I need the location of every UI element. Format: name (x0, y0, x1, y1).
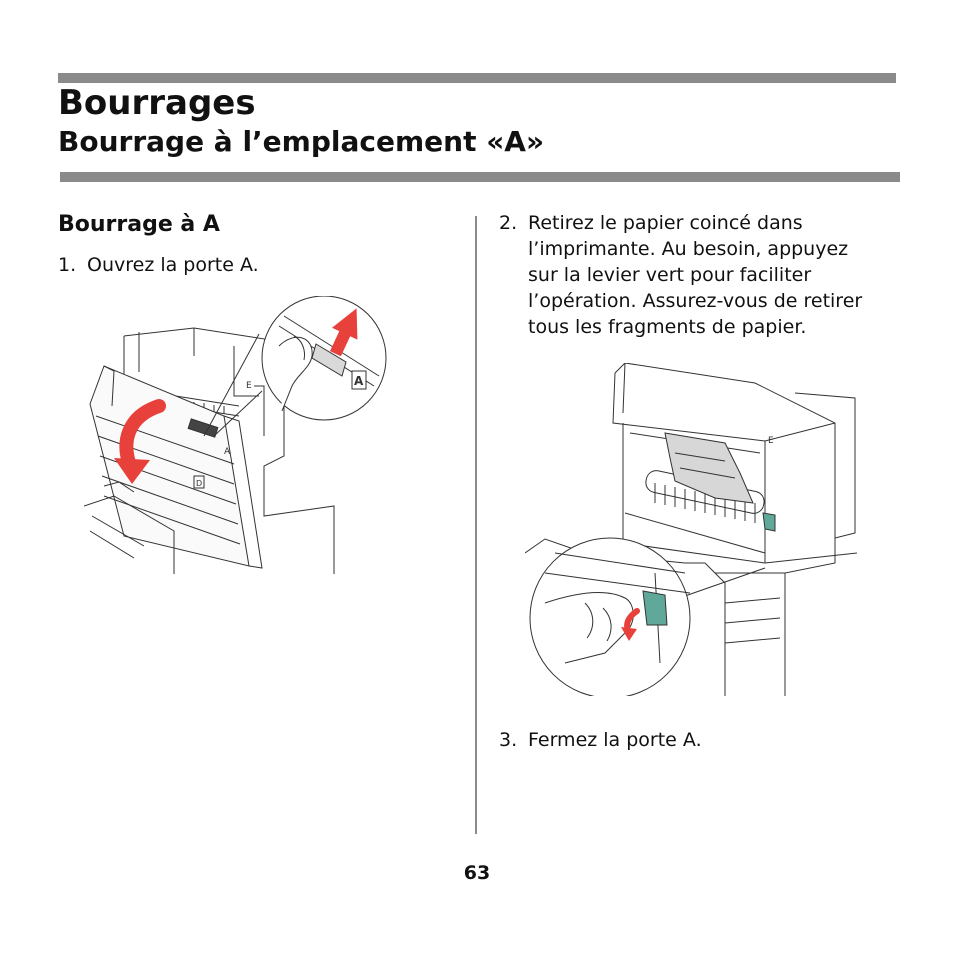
page-number: 63 (463, 862, 491, 884)
step-3: 3. Fermez la porte A. (499, 727, 879, 755)
step-number: 2. (499, 212, 518, 234)
figure-label: E (246, 381, 252, 391)
header-bottom-rule (60, 172, 900, 182)
step-text: Ouvrez la porte A. (87, 254, 259, 276)
figure-label: E (768, 436, 774, 446)
figure-label: D (196, 479, 202, 488)
step-1: 1. Ouvrez la porte A. (58, 252, 438, 280)
section-heading: Bourrage à A (58, 212, 220, 237)
step-number: 1. (58, 254, 77, 276)
step-text: Fermez la porte A. (528, 729, 702, 751)
page-title: Bourrages (58, 83, 256, 123)
step-text-line: Retirez le papier coincé dans (528, 212, 803, 234)
header-top-rule (58, 73, 896, 83)
figure-remove-paper: E (524, 362, 858, 699)
page-subtitle: Bourrage à l’emplacement «A» (58, 125, 545, 158)
step-number: 3. (499, 729, 518, 751)
step-text-line: sur la levier vert pour faciliter (528, 264, 812, 286)
step-text: Retirez le papier coincé dans l’impriman… (528, 210, 862, 340)
step-text-line: l’imprimante. Au besoin, appuyez (528, 238, 849, 260)
figure-open-door-a: E A D A (83, 295, 388, 574)
column-divider (475, 216, 477, 834)
figure-label: A (354, 374, 364, 388)
step-2: 2. Retirez le papier coincé dans l’impri… (499, 210, 899, 344)
step-text-line: tous les fragments de papier. (528, 316, 807, 338)
step-text-line: l’opération. Assurez-vous de retirer (528, 290, 863, 312)
figure-label: A (224, 447, 231, 457)
